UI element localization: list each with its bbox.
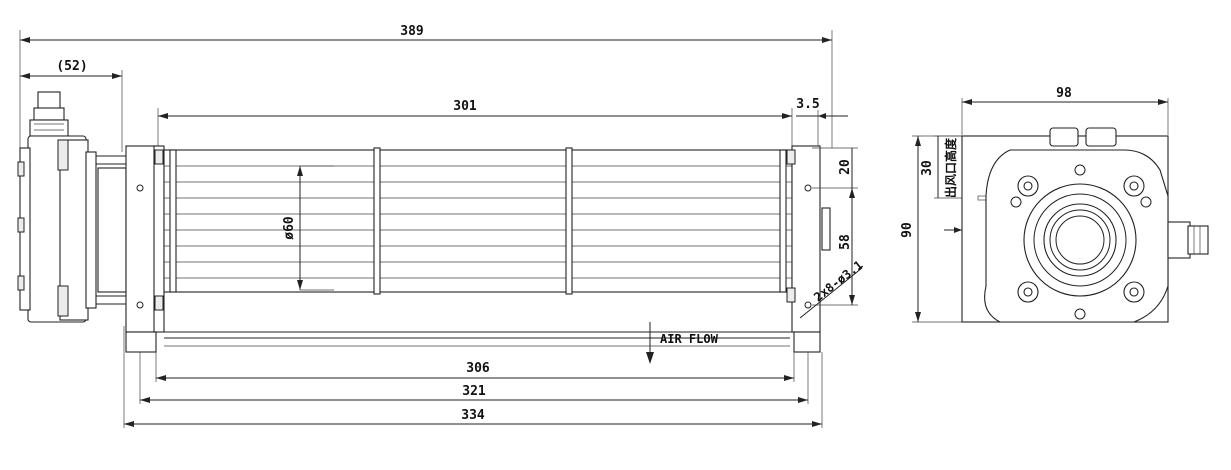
- dim-outlet-label: 306: [466, 361, 490, 376]
- dimension-offset: 3.5: [796, 97, 848, 148]
- dim-offset-label: 3.5: [796, 97, 819, 112]
- front-view: 389 (52) 301 3.5: [17, 24, 865, 428]
- dimension-outlet: 306: [155, 352, 795, 382]
- right-bracket: 20 58 2x8-ø3.1: [786, 145, 865, 353]
- dim-diameter-label: ø60: [282, 216, 297, 240]
- side-housing: [961, 127, 1209, 323]
- dim-hole-spacing-label: 58: [838, 234, 853, 250]
- dimension-motor: (52): [20, 59, 123, 152]
- impeller: ø60: [163, 147, 793, 295]
- dim-top-hole-label: 20: [838, 159, 853, 175]
- dim-outlet-height-label: 30: [920, 160, 935, 176]
- dim-impeller-label: 301: [453, 99, 477, 114]
- motor-housing: [17, 91, 127, 323]
- dimension-outlet-height: 30 出风口高度: [920, 135, 962, 199]
- dim-width-label: 98: [1056, 86, 1072, 101]
- dimension-mount: 321: [139, 352, 809, 404]
- dimension-overall: 389: [19, 24, 833, 150]
- outlet-height-label: 出风口高度: [943, 137, 958, 198]
- dimension-impeller: 301: [157, 99, 793, 150]
- dim-base-label: 334: [461, 408, 485, 423]
- dimension-base: 334: [123, 326, 823, 428]
- dim-overall-label: 389: [400, 24, 423, 39]
- dim-height-label: 90: [900, 222, 915, 238]
- dim-mount-label: 321: [462, 384, 486, 399]
- dimension-width: 98: [961, 86, 1169, 135]
- airflow-label: AIR FLOW: [660, 332, 719, 346]
- bottom-rail: AIR FLOW: [156, 322, 794, 364]
- dim-motor-label: (52): [56, 59, 87, 74]
- left-bracket: [125, 145, 165, 353]
- side-view: 98 90 30 出风口高度 9: [900, 86, 1209, 323]
